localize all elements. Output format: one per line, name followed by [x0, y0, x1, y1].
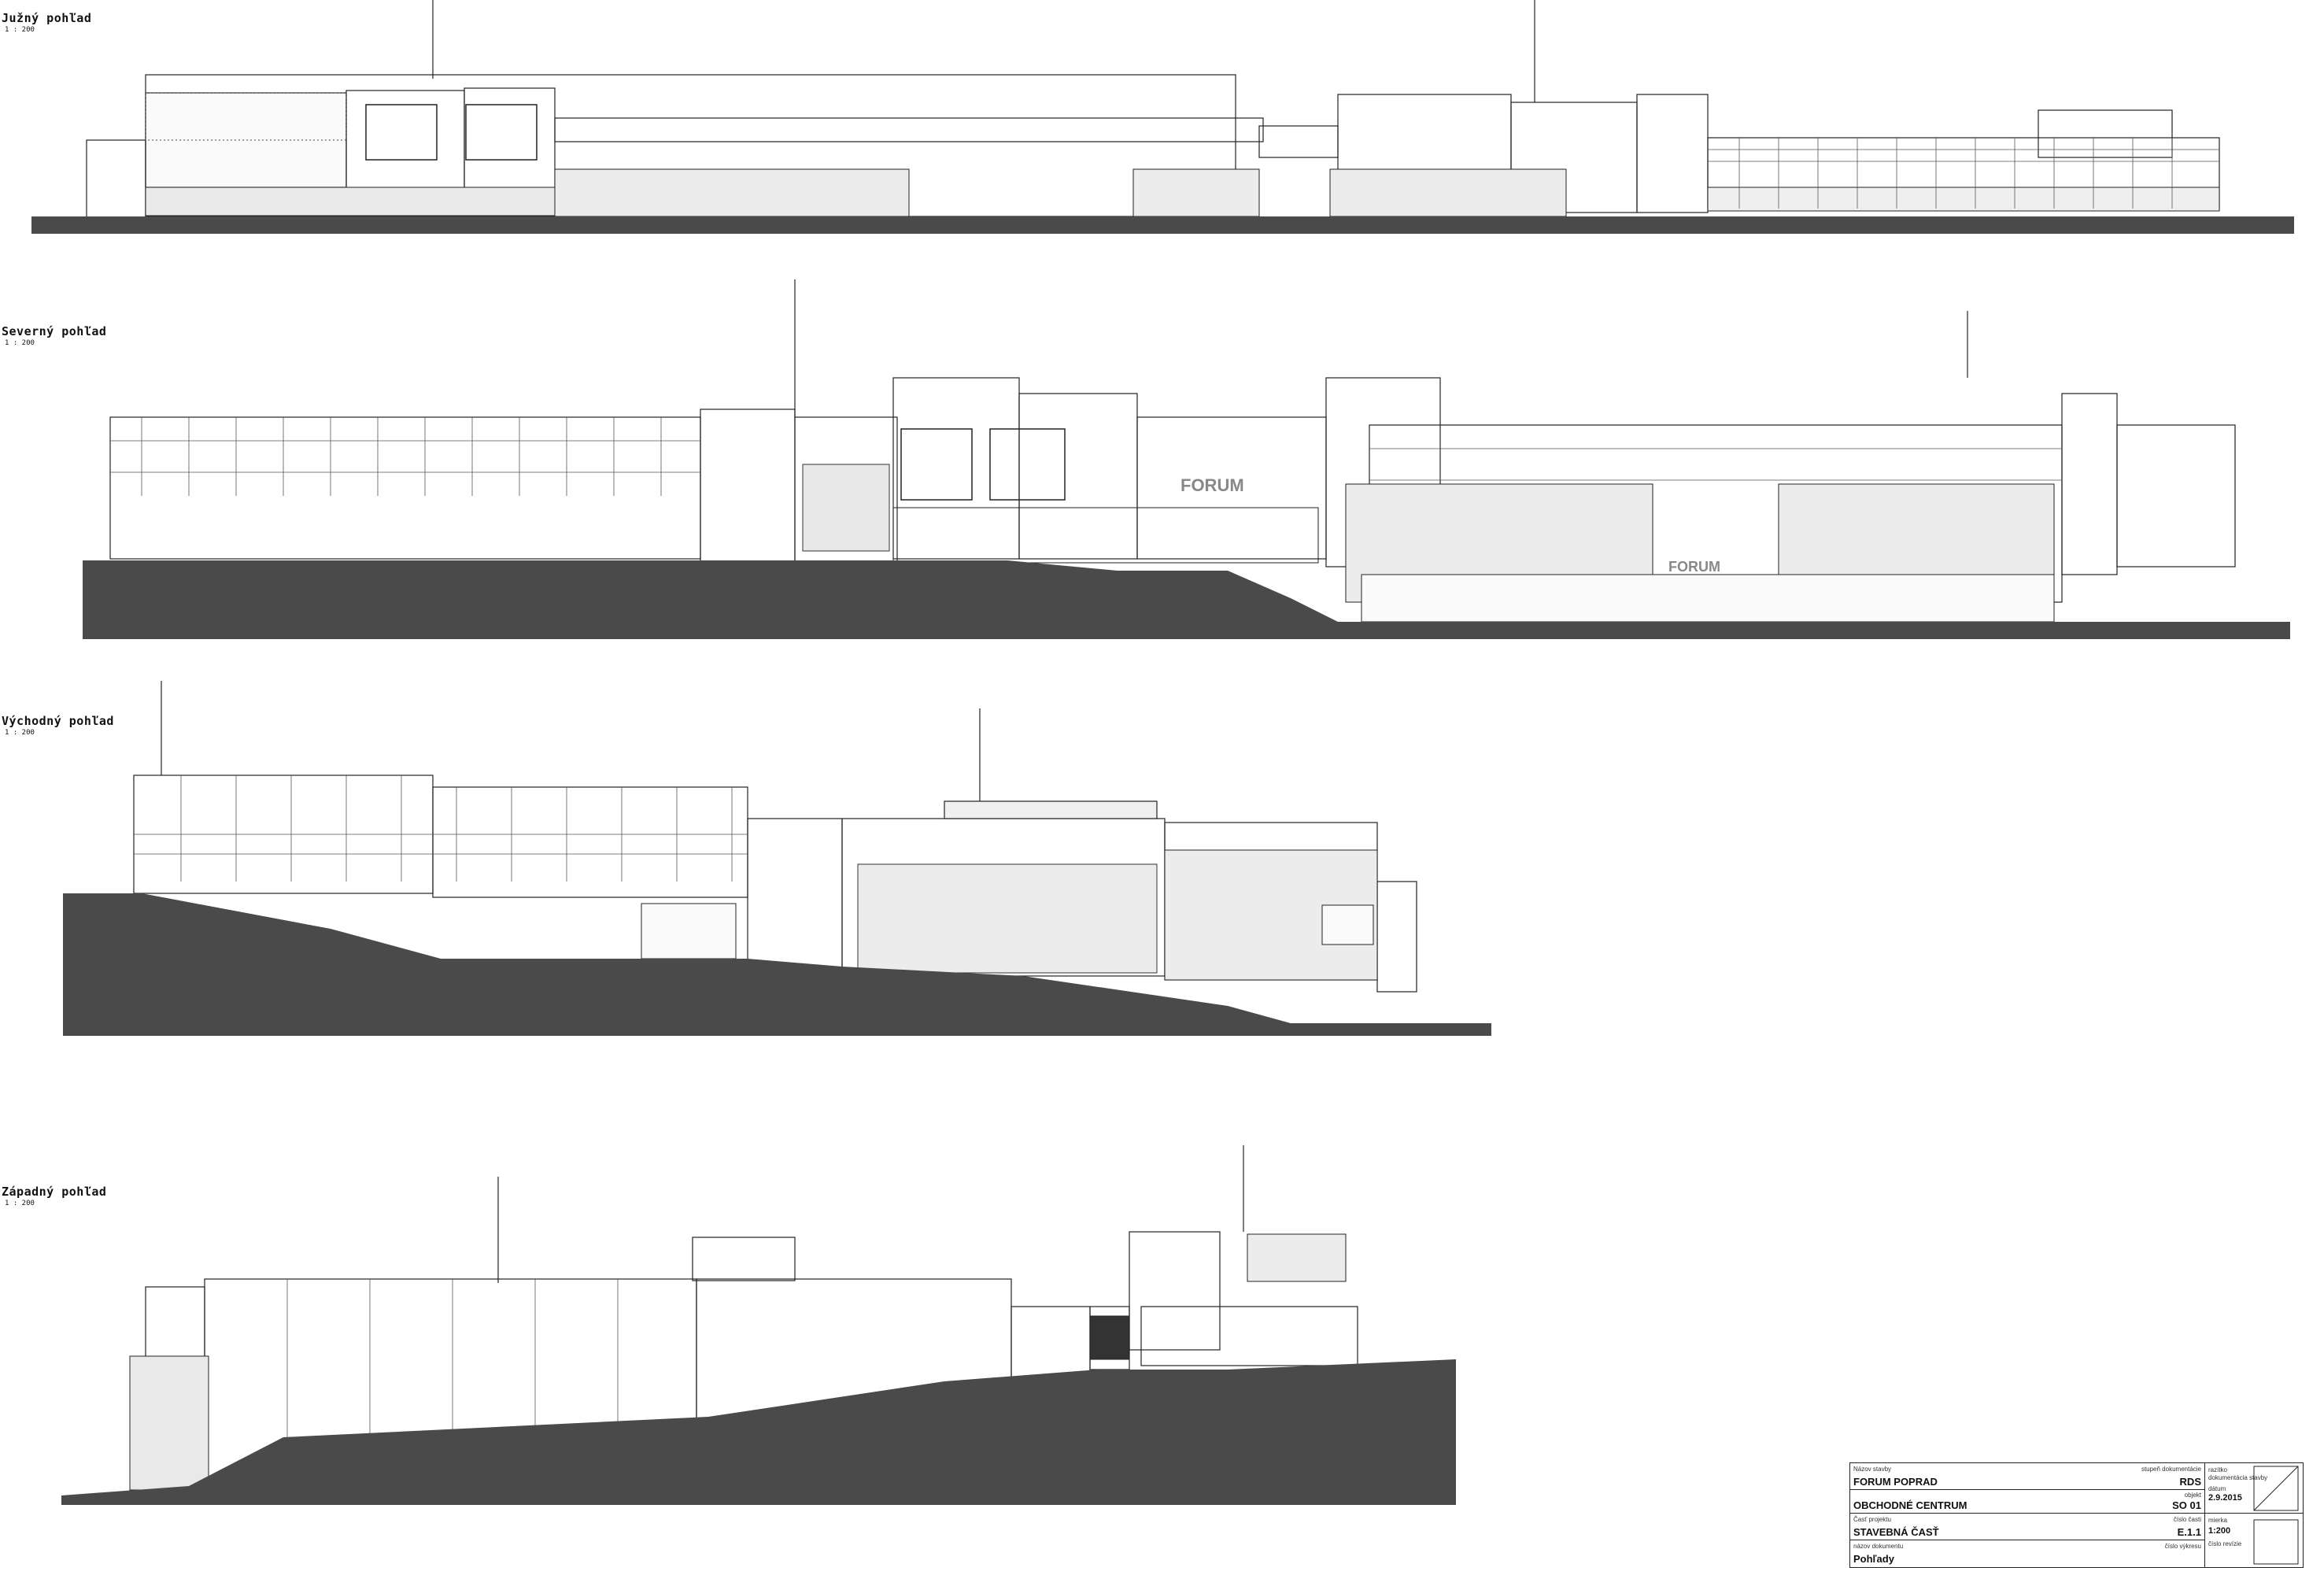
view-title-north: Severný pohľad — [2, 324, 107, 338]
tb-part: STAVEBNÁ ČASŤ — [1853, 1526, 1939, 1538]
tb-doc: Pohľady — [1853, 1553, 1894, 1565]
tb-row-building: objekt OBCHODNÉ CENTRUM SO 01 — [1850, 1490, 2204, 1514]
view-scale-south: 1 : 200 — [5, 26, 35, 34]
tb-scale: 1:200 — [2208, 1526, 2231, 1536]
view-scale-east: 1 : 200 — [5, 729, 35, 737]
tb-stage: RDS — [2179, 1476, 2201, 1488]
west-elevation — [61, 1145, 1456, 1505]
north-elevation: FORUM FORUM — [83, 279, 2290, 639]
east-elevation — [63, 681, 1491, 1036]
view-scale-north: 1 : 200 — [5, 339, 35, 347]
north-lower-sign: FORUM — [1668, 559, 1720, 575]
tb-row-part: Časť projektu STAVEBNÁ ČASŤ číslo časti … — [1850, 1514, 2204, 1540]
tb-project: FORUM POPRAD — [1853, 1476, 1938, 1488]
tb-object: SO 01 — [2172, 1499, 2201, 1511]
view-scale-west: 1 : 200 — [5, 1200, 35, 1207]
tb-drawing-no: E.1.1 — [2177, 1526, 2201, 1538]
tb-stamp: razítko dokumentácia stavby dátum 2.9.20… — [2205, 1463, 2303, 1514]
view-title-west: Západný pohľad — [2, 1185, 107, 1199]
title-block: Názov stavby FORUM POPRAD stupeň dokumen… — [1849, 1462, 2304, 1568]
view-title-south: Južný pohľad — [2, 11, 92, 25]
tb-row-doc: názov dokumentu Pohľady číslo výkresu — [1853, 1543, 2201, 1565]
tb-date: 2.9.2015 — [2208, 1493, 2242, 1503]
north-upper-sign: FORUM — [1180, 475, 1244, 495]
tb-scale-box: mierka 1:200 číslo revízie — [2205, 1514, 2303, 1567]
view-title-east: Východný pohľad — [2, 714, 114, 728]
tb-building: OBCHODNÉ CENTRUM — [1853, 1499, 1967, 1511]
tb-row-project: Názov stavby FORUM POPRAD stupeň dokumen… — [1850, 1463, 2204, 1490]
south-elevation — [31, 0, 2294, 234]
